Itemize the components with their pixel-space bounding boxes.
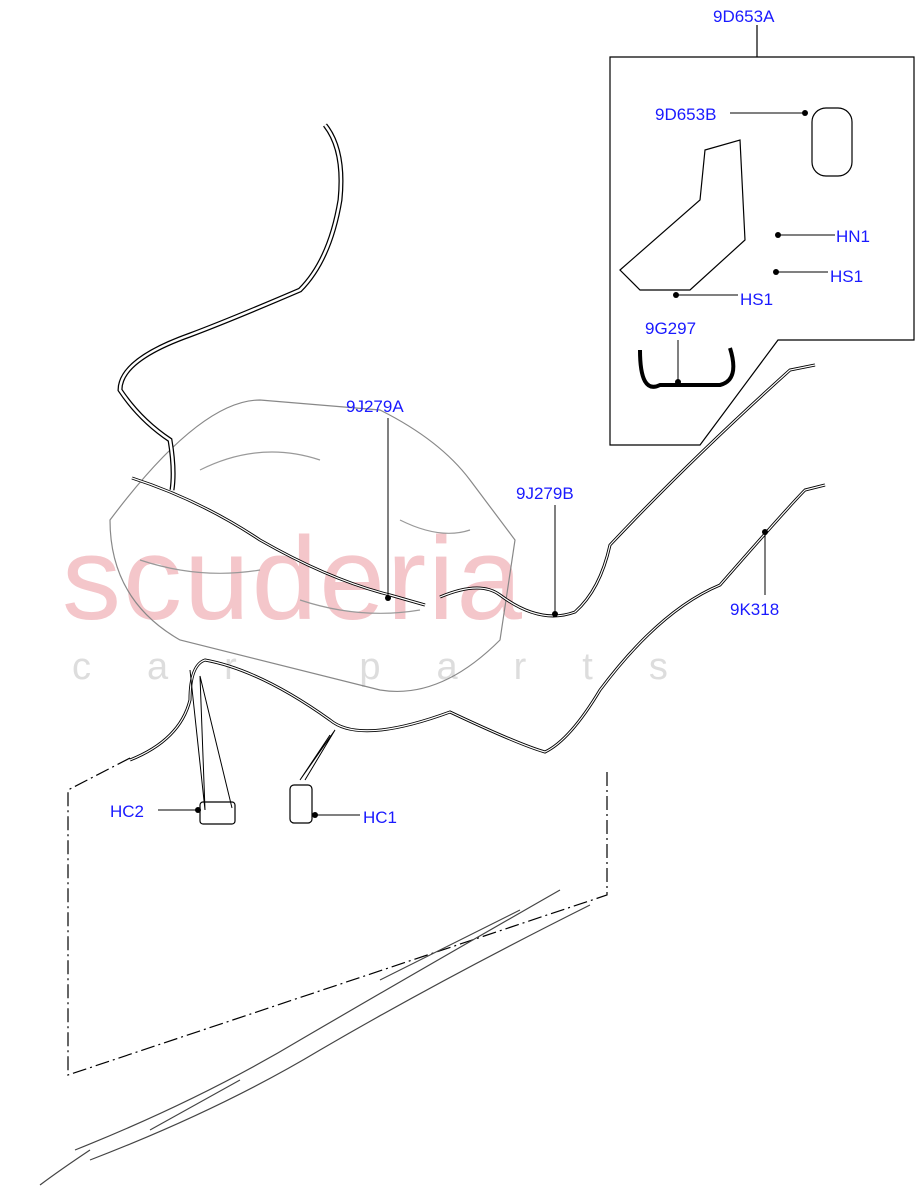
watermark-subtext: car parts [72, 646, 724, 688]
callout-9J279B[interactable]: 9J279B [516, 484, 574, 503]
fuel-tank [109, 399, 516, 692]
callout-9D653A[interactable]: 9D653A [713, 7, 775, 26]
callout-HC2[interactable]: HC2 [110, 802, 145, 821]
callout-9K318[interactable]: 9K318 [730, 600, 780, 619]
canister [811, 107, 853, 177]
pipe-9J279A [131, 476, 426, 607]
pipe-9J279B [439, 363, 816, 618]
pipe-9K318 [129, 483, 826, 762]
group-outline [67, 757, 608, 1076]
callout-9J279A[interactable]: 9J279A [346, 397, 404, 416]
hose-9G297 [638, 347, 736, 389]
callout-HS1[interactable]: HS1 [740, 290, 774, 309]
harness-assembly [39, 889, 591, 1186]
inset-box [609, 56, 915, 446]
callout-HC1[interactable]: HC1 [363, 808, 398, 827]
bracket [619, 139, 746, 291]
callout-HN1[interactable]: HN1 [836, 227, 871, 246]
callout-9G297[interactable]: 9G297 [645, 319, 697, 338]
callout-9D653B[interactable]: 9D653B [655, 105, 717, 124]
filler-hose [117, 123, 344, 491]
callout-HS1[interactable]: HS1 [830, 267, 864, 286]
clip-HC1 [289, 784, 313, 824]
watermark-text: scuderia [62, 513, 525, 645]
clip-HC2 [199, 801, 236, 825]
